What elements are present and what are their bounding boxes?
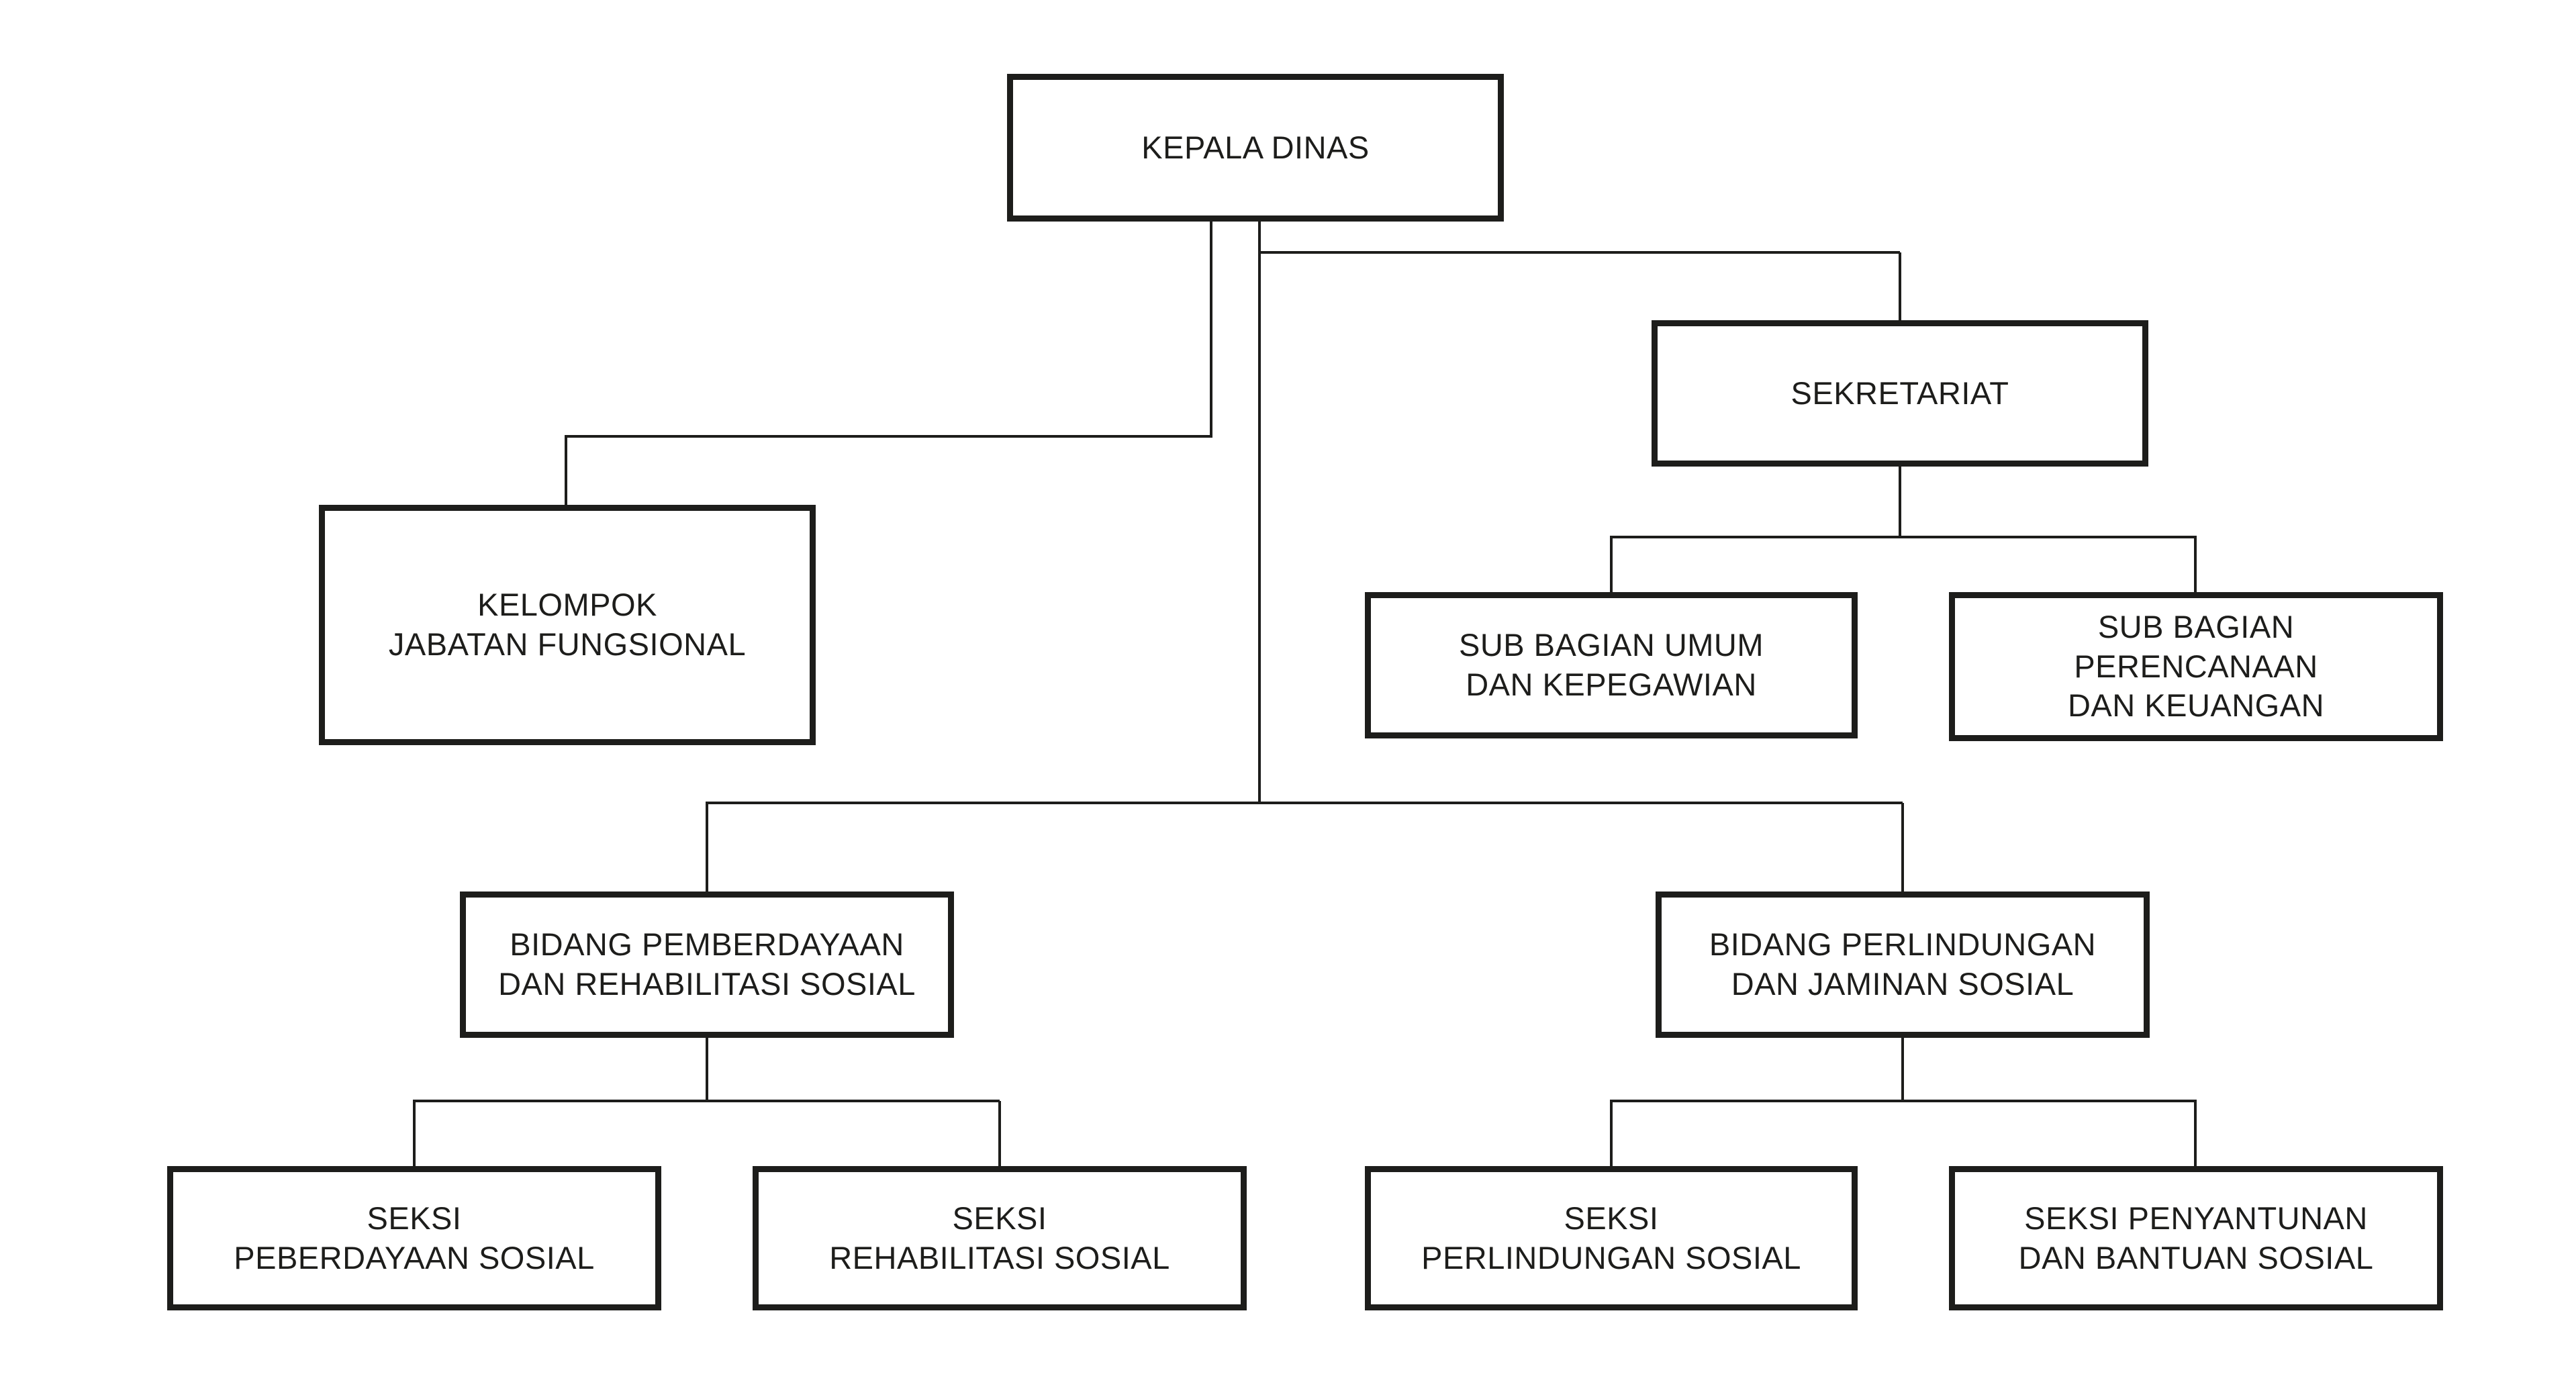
node-kelompok-jabatan-fungsional: KELOMPOK JABATAN FUNGSIONAL: [319, 505, 816, 745]
node-seksi-peberdayaan-label: SEKSI PEBERDAYAAN SOSIAL: [234, 1200, 595, 1275]
connector-perlindungan-children-stem: [1901, 1038, 1904, 1102]
node-bidang-perlindungan-dan-jaminan-sosial: BIDANG PERLINDUNGAN DAN JAMINAN SOSIAL: [1656, 892, 2150, 1038]
node-seksi-penyantunan-label: SEKSI PENYANTUNAN DAN BANTUAN SOSIAL: [2018, 1200, 2374, 1275]
connector-kepala-left-stem: [1210, 222, 1212, 438]
node-sub-bagian-perencanaan-label: SUB BAGIAN PERENCANAAN DAN KEUANGAN: [2067, 608, 2325, 724]
node-bidang-perlindungan-label: BIDANG PERLINDUNGAN DAN JAMINAN SOSIAL: [1709, 926, 2097, 1002]
connector-sub-bagian-umum-drop: [1610, 537, 1613, 593]
connector-seksi-peberdayaan-drop: [413, 1101, 416, 1167]
connector-pemberdayaan-children-stem: [706, 1038, 708, 1102]
connector-sekretariat-children-horizontal: [1610, 536, 2197, 538]
node-sub-bagian-perencanaan-dan-keuangan: SUB BAGIAN PERENCANAAN DAN KEUANGAN: [1949, 592, 2443, 741]
node-seksi-perlindungan-sosial: SEKSI PERLINDUNGAN SOSIAL: [1365, 1166, 1858, 1310]
node-sekretariat-label: SEKRETARIAT: [1791, 375, 2009, 411]
connector-bidang-perlindungan-drop: [1901, 803, 1904, 893]
connector-kelompok-horizontal: [565, 435, 1212, 438]
connector-seksi-perlindungan-drop: [1610, 1101, 1613, 1167]
connector-pemberdayaan-children-horizontal: [413, 1100, 1000, 1102]
connector-kelompok-drop: [565, 436, 567, 506]
connector-seksi-penyantunan-drop: [2194, 1101, 2197, 1167]
connector-perlindungan-children-horizontal: [1610, 1100, 2197, 1102]
node-seksi-rehabilitasi-label: SEKSI REHABILITASI SOSIAL: [829, 1200, 1170, 1275]
node-sub-bagian-umum-label: SUB BAGIAN UMUM DAN KEPEGAWIAN: [1458, 627, 1764, 702]
connector-sub-bagian-perencanaan-drop: [2194, 537, 2197, 593]
node-seksi-peberdayaan-sosial: SEKSI PEBERDAYAAN SOSIAL: [167, 1166, 661, 1310]
node-seksi-perlindungan-label: SEKSI PERLINDUNGAN SOSIAL: [1421, 1200, 1801, 1275]
connector-bidang-row-horizontal: [706, 802, 1903, 804]
node-sub-bagian-umum-dan-kepegawian: SUB BAGIAN UMUM DAN KEPEGAWIAN: [1365, 592, 1858, 738]
node-kepala-dinas-label: KEPALA DINAS: [1141, 129, 1370, 165]
connector-sekretariat-horizontal: [1259, 251, 1900, 254]
node-kelompok-jabatan-fungsional-label: KELOMPOK JABATAN FUNGSIONAL: [388, 587, 747, 662]
node-seksi-rehabilitasi-sosial: SEKSI REHABILITASI SOSIAL: [753, 1166, 1247, 1310]
node-bidang-pemberdayaan-dan-rehabilitasi-sosial: BIDANG PEMBERDAYAAN DAN REHABILITASI SOS…: [460, 892, 954, 1038]
connector-sekretariat-drop: [1899, 252, 1901, 322]
node-seksi-penyantunan-dan-bantuan-sosial: SEKSI PENYANTUNAN DAN BANTUAN SOSIAL: [1949, 1166, 2443, 1310]
node-bidang-pemberdayaan-label: BIDANG PEMBERDAYAAN DAN REHABILITASI SOS…: [498, 926, 916, 1002]
node-kepala-dinas: KEPALA DINAS: [1007, 74, 1504, 222]
connector-seksi-rehabilitasi-drop: [998, 1101, 1001, 1167]
connector-sekretariat-children-stem: [1899, 467, 1901, 538]
connector-bidang-pemberdayaan-drop: [706, 803, 708, 893]
node-sekretariat: SEKRETARIAT: [1652, 320, 2148, 467]
connector-trunk-vertical: [1258, 222, 1261, 804]
